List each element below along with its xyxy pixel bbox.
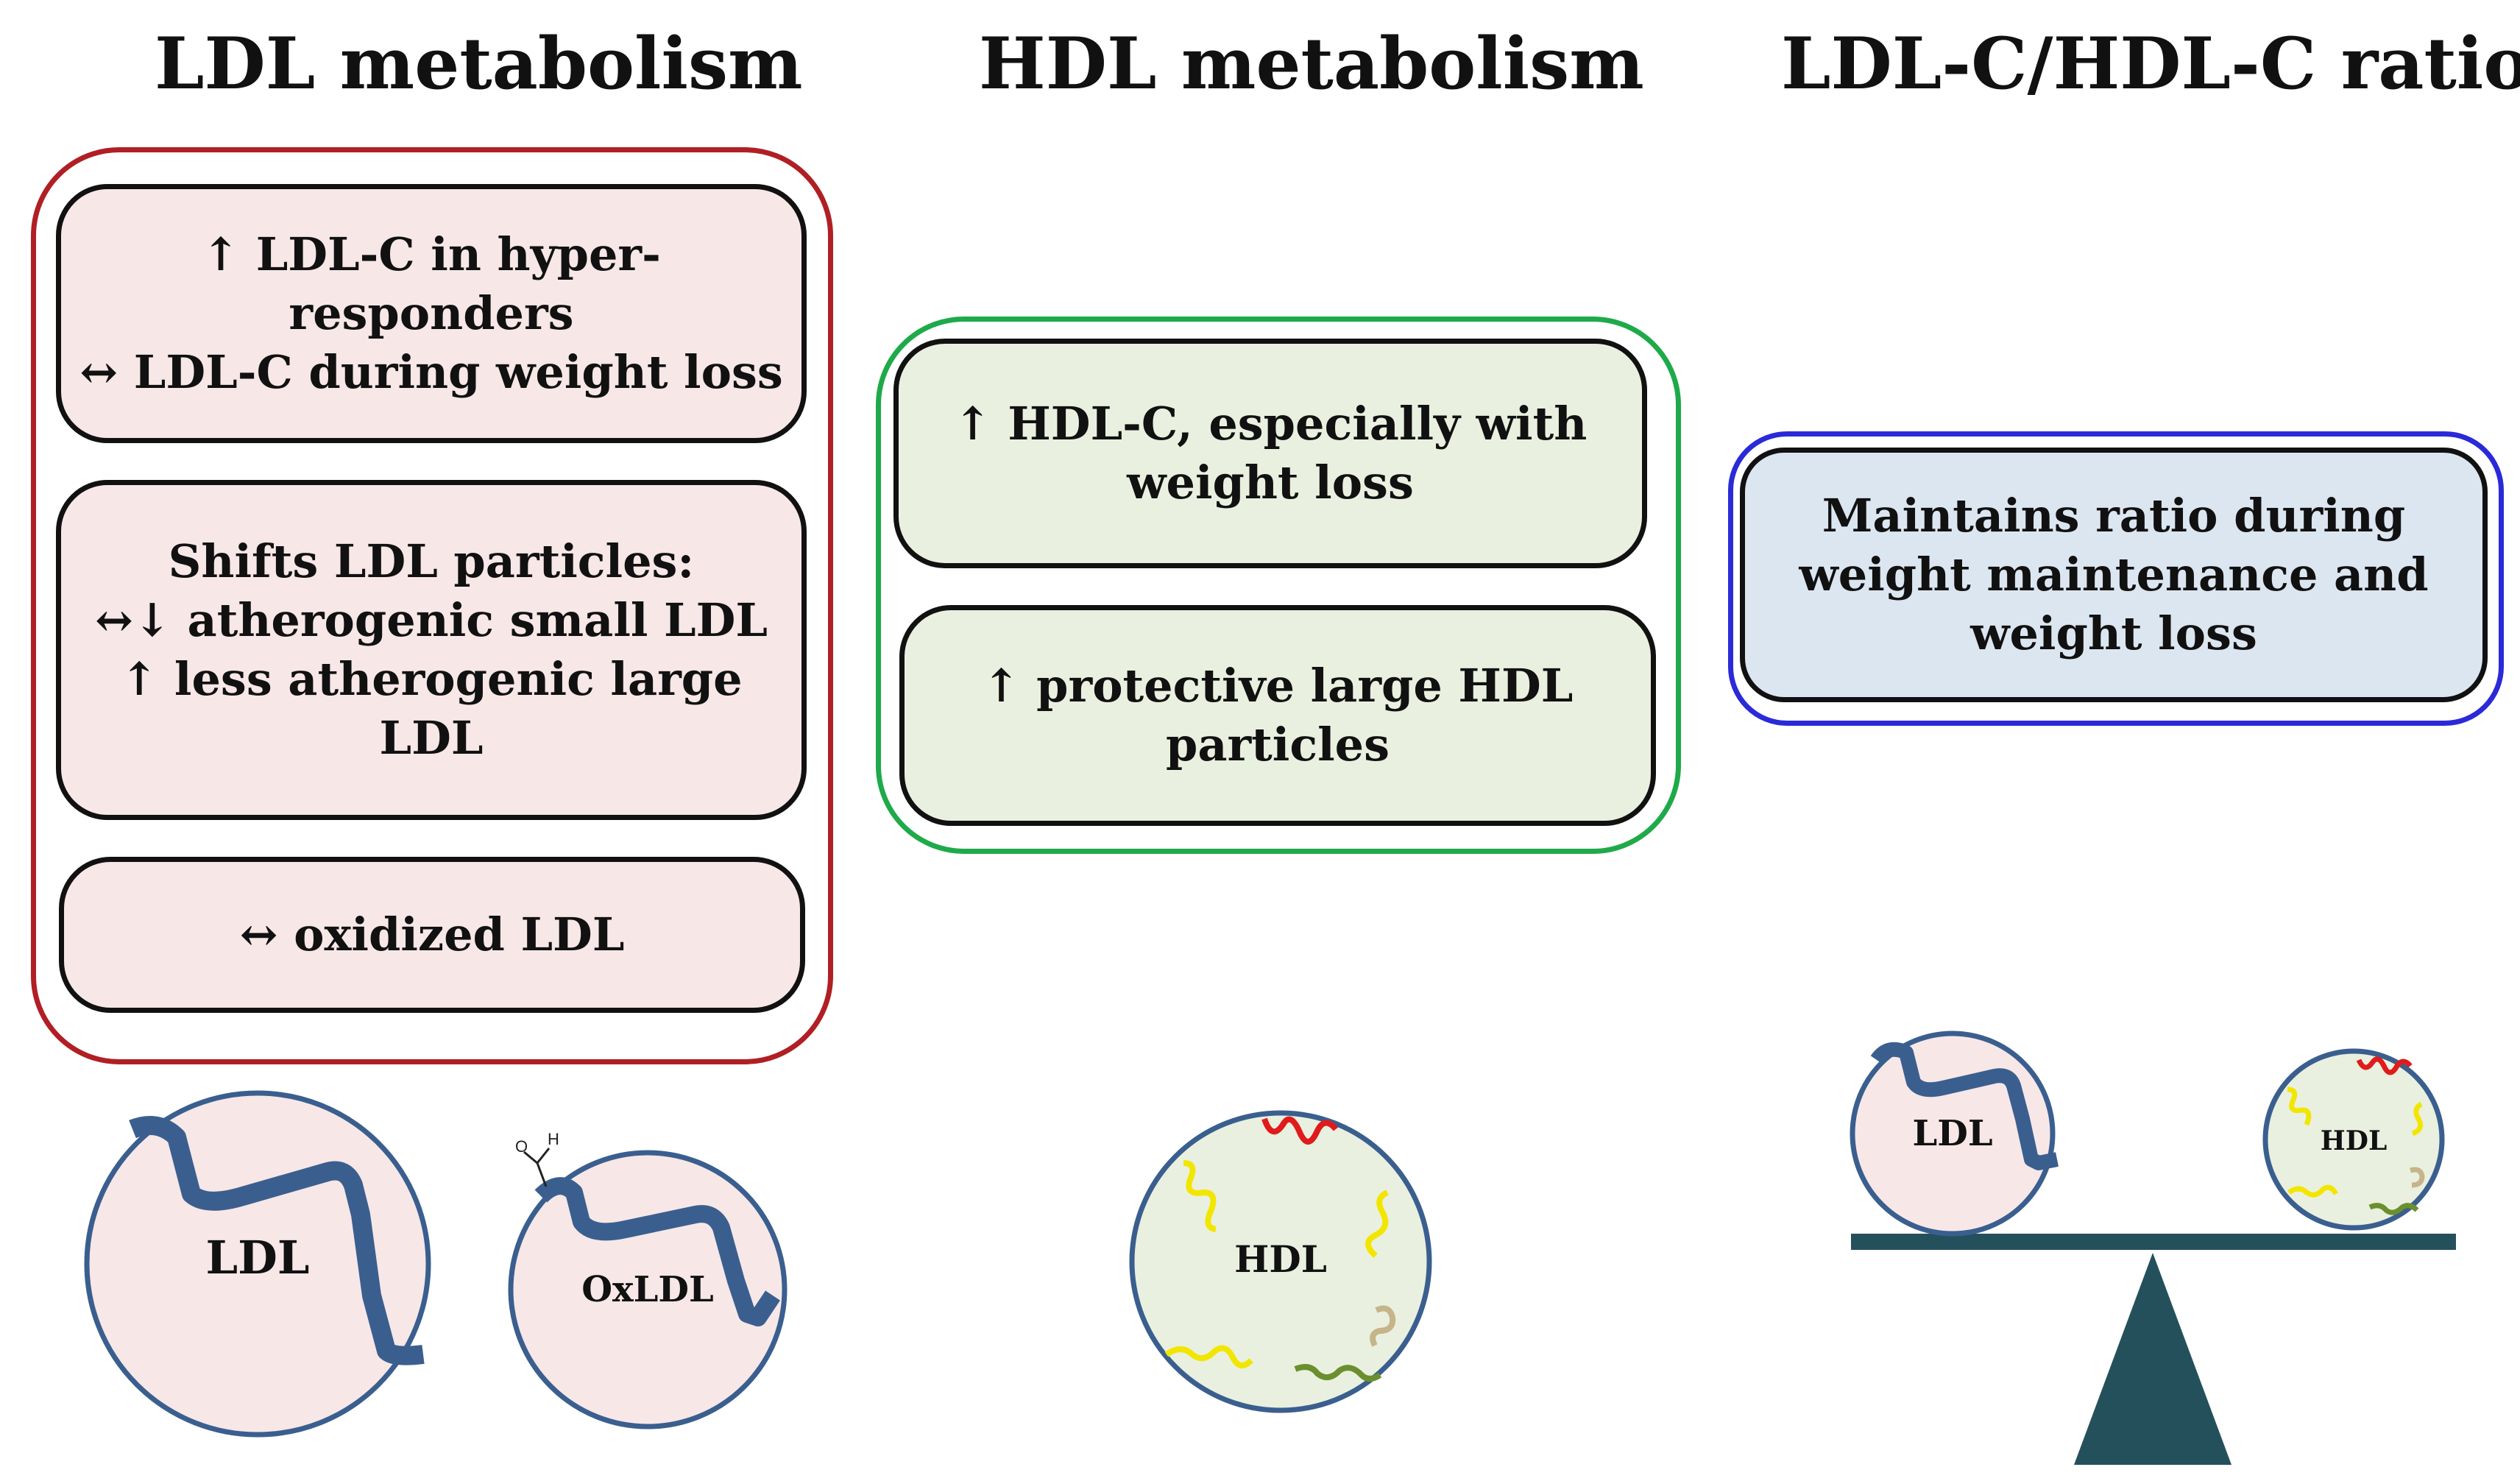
- ratio-box: Maintains ratio during weight maintenanc…: [1740, 448, 2488, 702]
- hdl-label: HDL: [1234, 1237, 1327, 1281]
- hdl-c-box: ↑ HDL-C, especially with weight loss: [893, 339, 1647, 568]
- scale-hdl-label: HDL: [2321, 1125, 2388, 1156]
- aldehyde-group-icon: O H: [515, 1130, 559, 1187]
- apo-b-strand-scale: [1870, 1042, 2059, 1170]
- ldl-label: LDL: [206, 1231, 310, 1284]
- ldl-particle: LDL: [84, 1090, 431, 1438]
- hdl-c-text: ↑ HDL-C, especially with weight loss: [953, 397, 1588, 509]
- hdl-particle: HDL: [1129, 1110, 1432, 1413]
- scale-fulcrum: [2074, 1253, 2231, 1465]
- hdl-group-frame: [876, 317, 1681, 854]
- large-hdl-box: ↑ protective large HDL particles: [899, 605, 1656, 826]
- svg-text:H: H: [548, 1130, 559, 1148]
- ldl-c-text: ↑ LDL-C in hyper-responders ↔ LDL-C duri…: [79, 227, 783, 399]
- oxidized-ldl-text: ↔ oxidized LDL: [239, 908, 625, 961]
- scale-beam: [1851, 1234, 2456, 1250]
- ratio-title: LDL-C/HDL-C ratio: [1781, 22, 2520, 105]
- svg-text:O: O: [515, 1137, 528, 1156]
- ratio-group-frame: [1728, 431, 2504, 726]
- scale-ldl-label: LDL: [1912, 1113, 1992, 1154]
- apo-b-strand-oxidized: [534, 1177, 780, 1326]
- ldl-particles-text: Shifts LDL particles: ↔↓ atherogenic sma…: [95, 534, 768, 765]
- oxldl-label: OxLDL: [581, 1269, 714, 1310]
- oxldl-particle: O H OxLDL: [508, 1130, 788, 1429]
- large-hdl-text: ↑ protective large HDL particles: [982, 659, 1574, 771]
- apo-b-strand: [129, 1116, 425, 1365]
- balance-scale: LDL HDL: [1850, 1031, 2456, 1465]
- ldl-group-frame: [31, 147, 833, 1064]
- hdl-metabolism-title: HDL metabolism: [979, 22, 1644, 105]
- scale-hdl-particle: HDL: [2262, 1048, 2445, 1231]
- ratio-text: Maintains ratio during weight maintenanc…: [1799, 489, 2429, 660]
- ldl-particles-box: Shifts LDL particles: ↔↓ atherogenic sma…: [56, 480, 807, 820]
- scale-ldl-particle: LDL: [1850, 1031, 2059, 1237]
- ldl-c-box: ↑ LDL-C in hyper-responders ↔ LDL-C duri…: [56, 184, 807, 443]
- oxidized-ldl-box: ↔ oxidized LDL: [59, 857, 805, 1013]
- ldl-metabolism-title: LDL metabolism: [155, 22, 803, 105]
